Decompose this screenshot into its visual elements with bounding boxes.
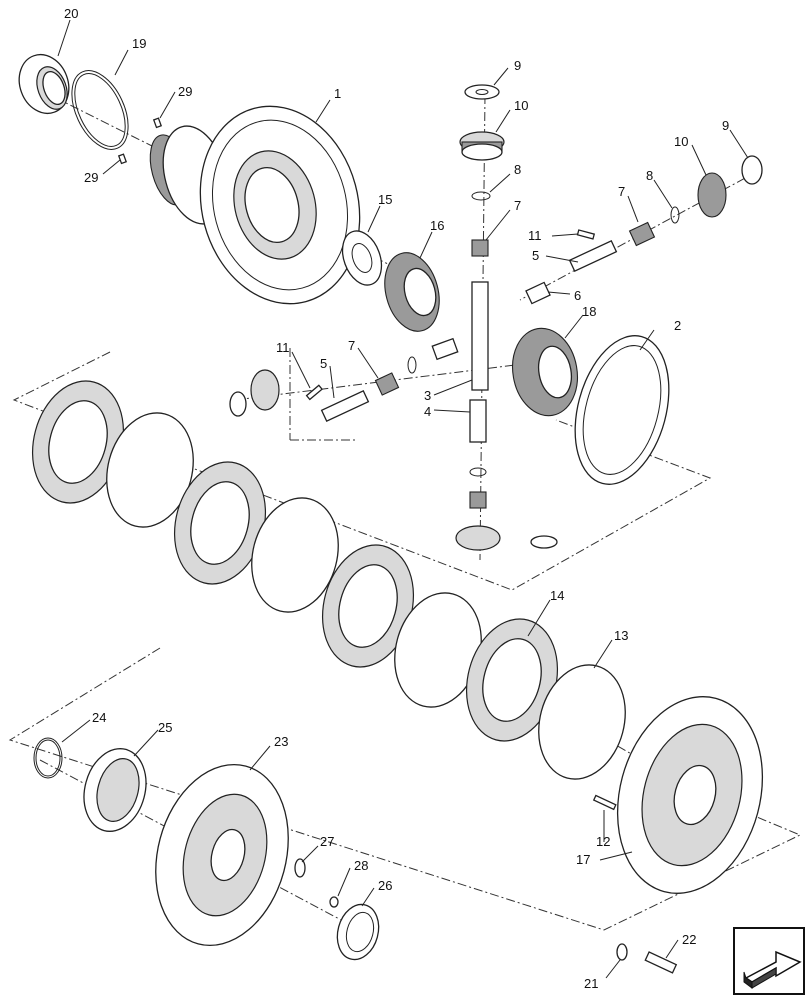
part-8-ring-top: [471, 191, 491, 201]
callout-10-right: 10: [674, 134, 688, 149]
part-1-differential-housing: [149, 105, 361, 305]
friction-disc-3: [321, 544, 415, 668]
part-23-clutch-housing: [155, 763, 289, 947]
part-7-bearing-lower: [469, 491, 487, 509]
next-page-arrow-icon: [743, 950, 802, 989]
callout-6: 6: [574, 288, 581, 303]
callout-24: 24: [92, 710, 106, 725]
callout-9-top: 9: [514, 58, 521, 73]
callout-7-right: 7: [618, 184, 625, 199]
part-bushing-left: [431, 337, 459, 361]
part-28-screw: [329, 896, 339, 908]
part-9-washer-right: [741, 155, 763, 185]
part-11-bolt-left: [305, 384, 323, 401]
part-26-bearing-cup: [336, 903, 380, 961]
part-14-friction-disc: [465, 618, 559, 742]
part-10-pinion-gear-right: [697, 172, 727, 218]
part-25-bearing-cup: [83, 748, 147, 832]
part-22-bolt: [644, 951, 678, 974]
callout-25: 25: [158, 720, 172, 735]
part-7-bearing-right: [628, 221, 656, 247]
part-18-side-gear: [512, 327, 578, 417]
callout-28: 28: [354, 858, 368, 873]
callout-20: 20: [64, 6, 78, 21]
callout-14: 14: [550, 588, 564, 603]
steel-plate-1: [106, 412, 194, 528]
callout-27: 27: [320, 834, 334, 849]
part-2-thrust-ring: [574, 335, 670, 485]
callout-18: 18: [582, 304, 596, 319]
part-6-bushing: [525, 281, 551, 305]
part-10-pinion-gear-lower: [455, 525, 501, 551]
part-washer-left: [229, 391, 247, 417]
callout-26: 26: [378, 878, 392, 893]
callout-17: 17: [576, 852, 590, 867]
callout-10-top: 10: [514, 98, 528, 113]
part-29-pins: [117, 117, 163, 165]
callout-4: 4: [424, 404, 431, 419]
part-24-snap-ring: [33, 737, 63, 779]
part-9-washer-lower: [530, 535, 558, 549]
callout-labels: 20 19 29 29 1 15 16 9 10 8 7 9 10 8 7 11…: [64, 6, 729, 991]
callout-16: 16: [430, 218, 444, 233]
part-4-shaft: [469, 399, 487, 443]
callout-5-right: 5: [532, 248, 539, 263]
group-outline-lower: [8, 647, 802, 931]
callout-7-top: 7: [514, 198, 521, 213]
callout-11-left: 11: [276, 340, 290, 355]
callout-11-right: 11: [528, 228, 542, 243]
callout-9-right: 9: [722, 118, 729, 133]
callout-5-left: 5: [320, 356, 327, 371]
part-7-bearing-left: [374, 372, 400, 396]
callout-1: 1: [334, 86, 341, 101]
part-20-bearing-cup: [18, 53, 70, 115]
part-10-pinion-gear-top: [459, 131, 505, 161]
steel-plate-2: [251, 497, 339, 613]
callout-21: 21: [584, 976, 598, 991]
part-9-washer-top: [464, 84, 500, 100]
group-outline-upper: [12, 351, 712, 591]
part-21-washer: [616, 943, 628, 961]
callout-8-top: 8: [514, 162, 521, 177]
callout-7-left: 7: [348, 338, 355, 353]
callout-29-bottom: 29: [84, 170, 98, 185]
callout-3: 3: [424, 388, 431, 403]
part-3-cross-shaft: [471, 281, 489, 391]
callout-15: 15: [378, 192, 392, 207]
part-gear-left: [250, 369, 280, 411]
clutch-pack: [31, 380, 626, 780]
callout-13: 13: [614, 628, 628, 643]
part-11-bolt-right: [576, 229, 596, 240]
part-12-pin: [592, 794, 617, 811]
part-8-ring-lower: [469, 467, 487, 477]
part-ring-left: [407, 356, 417, 374]
callout-29-top: 29: [178, 84, 192, 99]
callout-19: 19: [132, 36, 146, 51]
callout-23: 23: [274, 734, 288, 749]
part-5-pin-right: [568, 239, 618, 273]
part-8-ring-right: [670, 206, 680, 224]
friction-disc-1: [31, 380, 125, 504]
part-5-pin-left: [320, 389, 370, 423]
part-27-washer: [294, 858, 306, 878]
part-16-side-gear: [384, 252, 440, 332]
part-17-pressure-plate: [616, 696, 764, 894]
callout-22: 22: [682, 932, 696, 947]
callout-8-right: 8: [646, 168, 653, 183]
next-page-button[interactable]: [733, 927, 805, 995]
part-15-thrust-washer: [341, 230, 383, 286]
callout-2: 2: [674, 318, 681, 333]
part-13-steel-plate: [538, 664, 626, 780]
callout-12: 12: [596, 834, 610, 849]
leader-lines: [57, 19, 749, 979]
friction-disc-2: [173, 461, 267, 585]
part-7-bearing-top: [471, 239, 489, 257]
part-19-snap-ring: [71, 70, 129, 150]
